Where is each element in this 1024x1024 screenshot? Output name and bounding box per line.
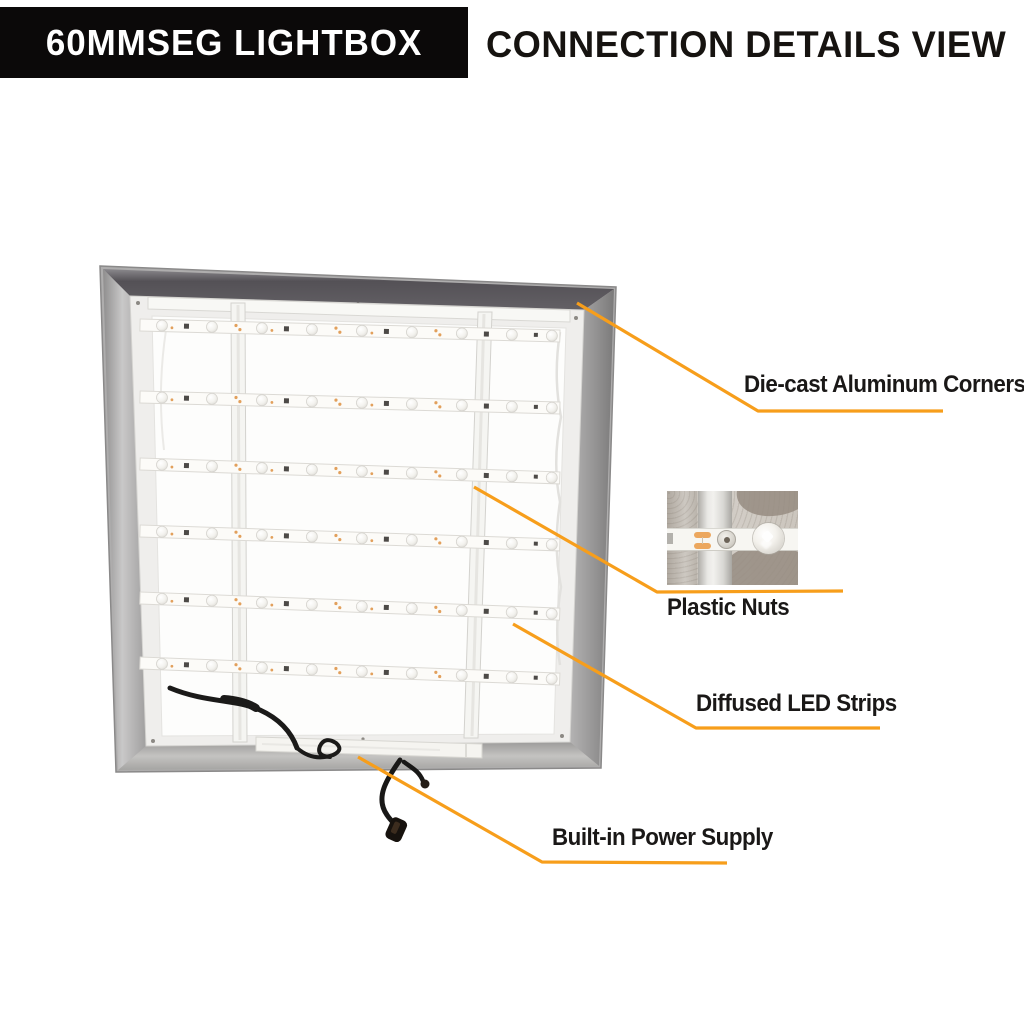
fabric-wrinkle-right [555,331,563,666]
vertical-bar-right-highlight [470,313,486,737]
fabric-wrinkle-left [159,329,167,451]
inset-led-lens [753,523,784,554]
leader-line-power [357,755,728,865]
top-crossbar [147,296,571,323]
plastic-nut [717,530,736,549]
power-supply-box [255,736,483,759]
plastic-nut-center [724,537,730,543]
page-title: CONNECTION DETAILS VIEW [486,24,1007,65]
leader-line-nuts [473,485,844,594]
inset-strip-endcap [667,533,673,544]
power-plug-highlight [390,821,401,834]
leader-line-corners [576,301,943,413]
callout-die-cast-aluminum-corners: Die-cast Aluminum Corners [744,371,1024,398]
lens-sparkle [761,530,774,543]
solder-pad [694,543,711,549]
solder-pad-trace [702,537,703,544]
frame-left-rail [103,269,146,770]
callout-built-in-power-supply: Built-in Power Supply [552,824,773,851]
leader-line-strips [512,622,880,730]
solder-pad [694,532,711,538]
product-badge-label: 60MMSEG LIGHTBOX [45,21,423,63]
led-feed-cable [167,685,342,760]
frame-top-rail [103,269,614,310]
plastic-nut-closeup-photo [667,491,798,585]
cord-lead-tip [420,779,430,789]
power-cord [379,757,430,843]
vertical-bar-left-highlight [236,304,242,741]
callout-plastic-nuts: Plastic Nuts [667,594,790,621]
fabric-patch [730,491,798,525]
product-badge-banner: 60MMSEG LIGHTBOX [0,7,468,78]
callout-diffused-led-strips: Diffused LED Strips [696,690,897,717]
